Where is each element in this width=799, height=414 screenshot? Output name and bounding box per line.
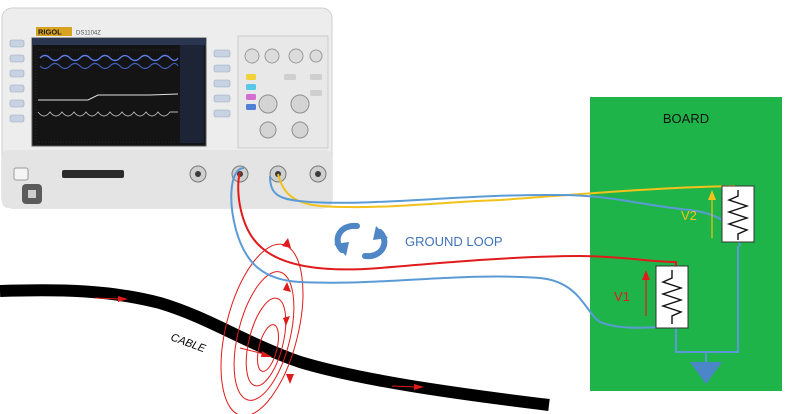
scope-brand: RIGOL bbox=[38, 28, 62, 37]
scope-trace-ch2 bbox=[38, 93, 179, 101]
circular-arrows-icon bbox=[334, 222, 388, 260]
resistor-zigzag-icon bbox=[726, 190, 750, 240]
scope-knob bbox=[288, 48, 304, 64]
v1-label: V1 bbox=[614, 289, 630, 304]
v2-label: V2 bbox=[681, 208, 697, 223]
ground-loop-label: GROUND LOOP bbox=[405, 234, 503, 249]
cable bbox=[0, 284, 550, 411]
scope-model: DS1104Z bbox=[76, 31, 101, 37]
scope-control-panel bbox=[237, 35, 329, 149]
probe-ground-ch1 bbox=[230, 167, 677, 329]
probe-ground-ch2 bbox=[269, 175, 741, 247]
cable-label: CABLE bbox=[169, 332, 208, 356]
scope-brand-badge bbox=[36, 27, 72, 36]
probe-wire-yellow bbox=[277, 173, 735, 209]
oscilloscope: RIGOL DS1104Z bbox=[1, 7, 333, 209]
board bbox=[590, 97, 782, 391]
resistor-zigzag-icon bbox=[660, 270, 684, 324]
scope-trace-ch1 bbox=[39, 54, 179, 62]
scope-knob bbox=[259, 121, 277, 139]
scope-screen bbox=[31, 37, 207, 147]
board-title: BOARD bbox=[663, 111, 709, 126]
ground-triangle-icon bbox=[690, 362, 722, 384]
cable-current-arrows bbox=[118, 296, 424, 390]
magnetic-field-lines bbox=[220, 243, 304, 414]
scope-knob bbox=[290, 94, 310, 114]
scope-left-buttons bbox=[9, 39, 25, 123]
scope-power-button bbox=[13, 167, 29, 181]
scope-usb-port bbox=[62, 170, 124, 178]
field-direction-arrows bbox=[282, 238, 294, 384]
probe-wire-red bbox=[237, 171, 677, 271]
scope-knob bbox=[291, 121, 309, 139]
scope-knob bbox=[244, 48, 260, 64]
scope-knob bbox=[264, 48, 280, 64]
scope-knob bbox=[258, 94, 278, 114]
scope-knob bbox=[309, 49, 323, 63]
scope-screen-header bbox=[32, 38, 206, 45]
scope-trace-ch3 bbox=[37, 111, 178, 117]
scope-bottom-panel bbox=[2, 150, 332, 208]
scope-right-menu bbox=[180, 45, 204, 143]
scope-bnc-inputs bbox=[189, 165, 327, 183]
